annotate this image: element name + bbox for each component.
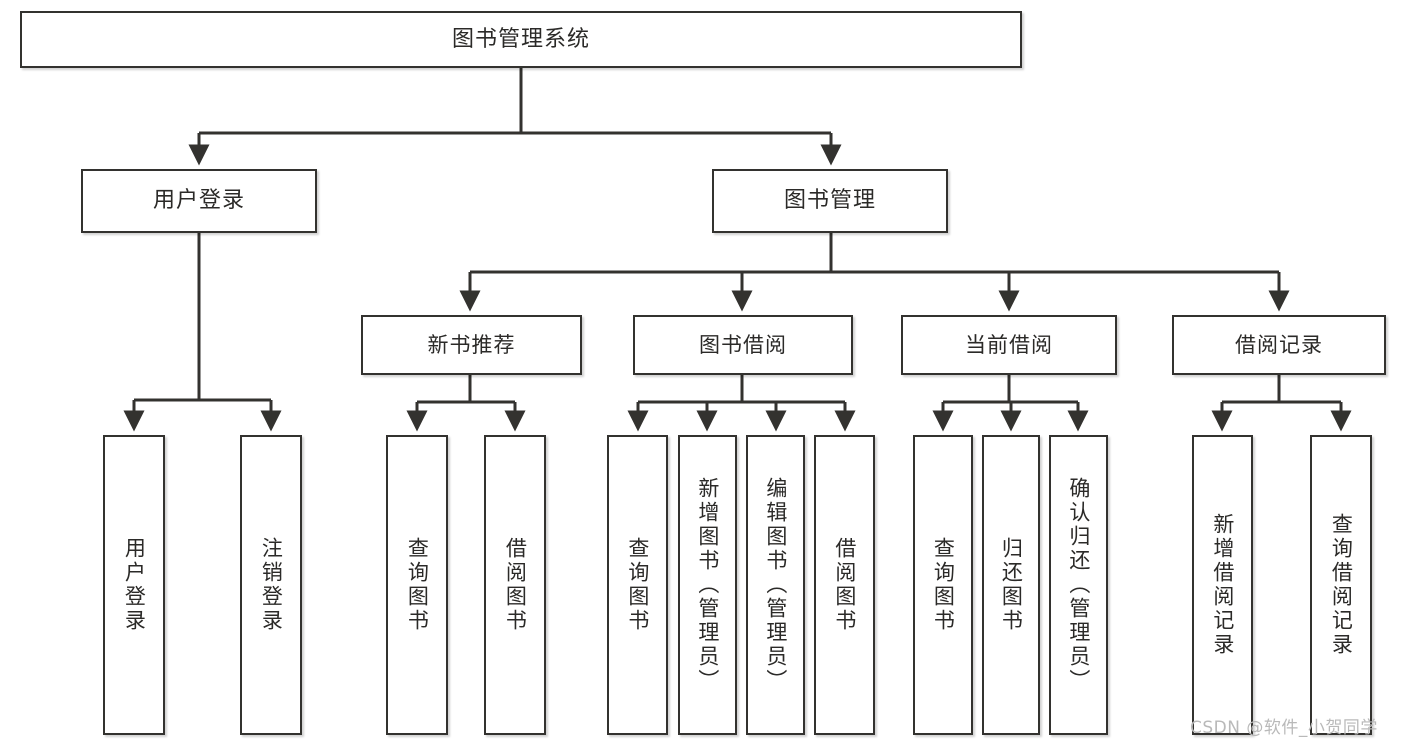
leaf-borrow-add-book[interactable]: 新增图书（管理员）: [678, 435, 737, 735]
leaf-current-query-book[interactable]: 查询图书: [913, 435, 973, 735]
node-user-login-label: 用户登录: [152, 188, 245, 214]
leaf-borrow-borrow-book[interactable]: 借阅图书: [814, 435, 875, 735]
leaf-current-confirm-return[interactable]: 确认归还（管理员）: [1049, 435, 1108, 735]
node-root-label: 图书管理系统: [451, 26, 590, 52]
leaf-borrow-edit-book-label: 编辑图书（管理员）: [763, 477, 788, 693]
leaf-user-login[interactable]: 用户登录: [103, 435, 165, 735]
leaf-logout[interactable]: 注销登录: [240, 435, 302, 735]
leaf-record-add-record-label: 新增借阅记录: [1210, 513, 1235, 657]
leaf-current-return-book-label: 归还图书: [999, 537, 1024, 633]
node-new-book-recommend-label: 新书推荐: [427, 332, 516, 357]
node-root[interactable]: 图书管理系统: [20, 11, 1022, 68]
node-book-management-label: 图书管理: [783, 188, 876, 214]
leaf-borrow-query-book[interactable]: 查询图书: [607, 435, 668, 735]
leaf-borrow-add-book-label: 新增图书（管理员）: [695, 477, 720, 693]
node-current-borrow-label: 当前借阅: [965, 332, 1053, 357]
node-book-borrow-label: 图书借阅: [699, 332, 787, 357]
node-book-borrow[interactable]: 图书借阅: [633, 315, 853, 375]
leaf-record-query-record-label: 查询借阅记录: [1329, 513, 1354, 657]
leaf-newbook-query-book-label: 查询图书: [405, 537, 430, 633]
csdn-watermark: CSDN @软件_小贺同学: [1190, 718, 1378, 738]
leaf-logout-label: 注销登录: [259, 537, 284, 633]
leaf-current-confirm-return-label: 确认归还（管理员）: [1066, 477, 1091, 693]
leaf-current-query-book-label: 查询图书: [931, 537, 956, 633]
node-book-management[interactable]: 图书管理: [712, 169, 948, 233]
node-current-borrow[interactable]: 当前借阅: [901, 315, 1117, 375]
leaf-borrow-borrow-book-label: 借阅图书: [832, 537, 857, 633]
leaf-newbook-borrow-book-label: 借阅图书: [503, 537, 528, 633]
leaf-current-return-book[interactable]: 归还图书: [982, 435, 1040, 735]
leaf-borrow-query-book-label: 查询图书: [625, 537, 650, 633]
node-borrow-record[interactable]: 借阅记录: [1172, 315, 1386, 375]
node-new-book-recommend[interactable]: 新书推荐: [361, 315, 582, 375]
leaf-newbook-borrow-book[interactable]: 借阅图书: [484, 435, 546, 735]
leaf-user-login-label: 用户登录: [122, 537, 147, 633]
node-borrow-record-label: 借阅记录: [1235, 332, 1323, 357]
leaf-borrow-edit-book[interactable]: 编辑图书（管理员）: [746, 435, 805, 735]
leaf-record-add-record[interactable]: 新增借阅记录: [1192, 435, 1253, 735]
leaf-newbook-query-book[interactable]: 查询图书: [386, 435, 448, 735]
leaf-record-query-record[interactable]: 查询借阅记录: [1310, 435, 1372, 735]
node-user-login[interactable]: 用户登录: [81, 169, 317, 233]
